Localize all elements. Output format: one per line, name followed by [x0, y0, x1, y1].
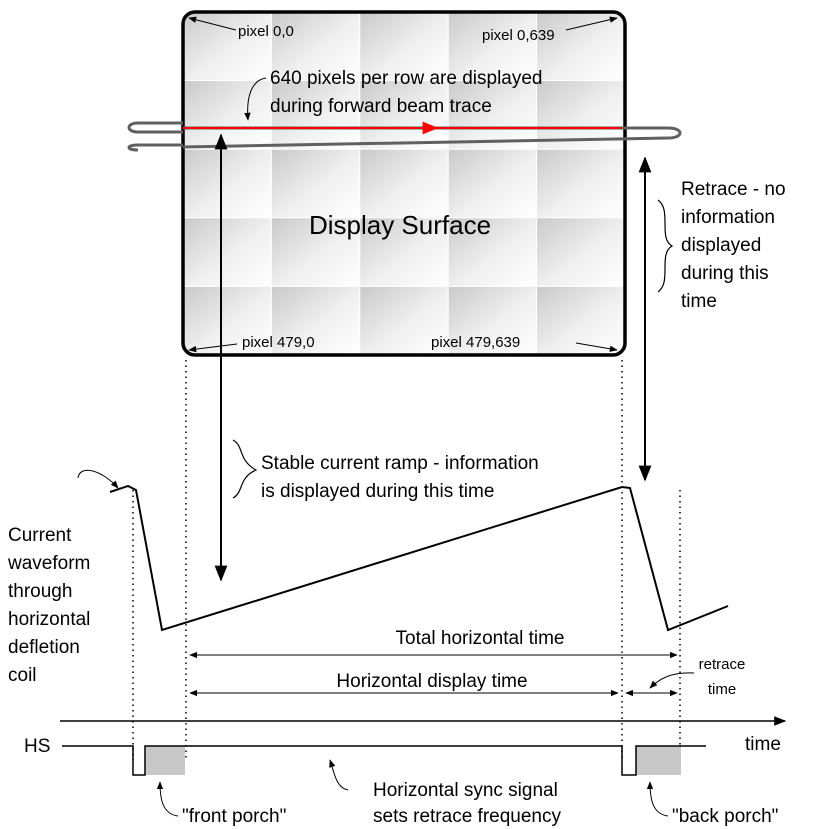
retrace-note: Retrace - no information displayed durin… — [681, 179, 786, 312]
svg-text:horizontal: horizontal — [8, 609, 90, 630]
sync-note-line2: sets retrace frequency — [373, 806, 561, 827]
front-porch-label: "front porch" — [182, 806, 286, 827]
screen-tile — [183, 148, 272, 219]
retrace-time-pointer — [649, 672, 695, 689]
current-waveform — [109, 484, 729, 632]
front-porch-pointer — [156, 781, 179, 817]
hs-label: HS — [24, 736, 50, 757]
dotted-guides — [132, 360, 681, 760]
corner-label-top-left: pixel 0,0 — [238, 23, 294, 40]
screen-tile — [270, 80, 361, 150]
display-screen: Display Surface pixel 0,0 pixel 0,639 pi… — [181, 10, 627, 357]
back-porch-pointer — [646, 781, 669, 817]
sync-note-pointer — [329, 759, 349, 791]
waveform-pointer — [77, 469, 119, 489]
screen-tile — [536, 148, 625, 219]
corner-arrow-bottom-right — [575, 342, 618, 352]
screen-tile — [359, 148, 449, 219]
screen-tile — [270, 148, 361, 219]
screen-tile — [270, 12, 361, 82]
screen-border — [181, 10, 627, 357]
total-time-label: Total horizontal time — [396, 628, 565, 649]
svg-text:defletion: defletion — [8, 637, 80, 658]
screen-tile — [447, 12, 538, 82]
screen-tile — [183, 80, 272, 150]
corner-arrow-bottom-left — [188, 343, 238, 353]
screen-tile — [536, 285, 625, 355]
screen-tile — [359, 285, 449, 355]
screen-tile — [536, 217, 625, 287]
hs-signal — [62, 745, 706, 776]
corner-label-top-right: pixel 0,639 — [482, 27, 555, 44]
retrace-brace — [657, 199, 674, 293]
waveform-note: Current waveform through horizontal defl… — [7, 525, 90, 686]
screen-tile — [447, 148, 538, 219]
screen-tile — [536, 12, 625, 82]
sync-note-line1: Horizontal sync signal — [373, 780, 558, 801]
time-axis-label: time — [745, 734, 781, 755]
row-note-line2: during forward beam trace — [270, 96, 492, 117]
svg-text:Retrace - no: Retrace - no — [681, 179, 786, 200]
retrace-time-line1: retrace — [699, 656, 746, 673]
ramp-brace — [232, 439, 258, 499]
corner-arrow-top-right — [565, 16, 618, 31]
beam-traces — [127, 121, 682, 152]
ramp-note-line1: Stable current ramp - information — [261, 453, 539, 474]
screen-tile — [183, 217, 272, 287]
back-porch-label: "back porch" — [672, 806, 778, 827]
left-coil-loop-lower — [127, 143, 183, 152]
svg-text:displayed: displayed — [681, 235, 761, 256]
display-surface-label: Display Surface — [309, 210, 491, 240]
svg-text:coil: coil — [8, 665, 37, 686]
svg-text:waveform: waveform — [7, 553, 90, 574]
svg-text:through: through — [8, 581, 72, 602]
row-note-pointer — [244, 77, 267, 121]
retrace-line — [182, 126, 682, 149]
left-coil-loop — [127, 121, 183, 134]
screen-tile — [359, 80, 449, 150]
front-porch-area — [145, 746, 185, 775]
row-note-line1: 640 pixels per row are displayed — [270, 68, 543, 89]
corner-arrow-top-left — [188, 16, 237, 31]
svg-text:Current: Current — [8, 525, 72, 546]
screen-tiles — [183, 12, 625, 355]
svg-text:time: time — [681, 291, 717, 312]
corner-label-bottom-left: pixel 479,0 — [242, 334, 315, 351]
svg-text:information: information — [681, 207, 775, 228]
screen-tile — [270, 285, 361, 355]
back-porch-area — [636, 746, 681, 775]
ramp-note-line2: is displayed during this time — [261, 481, 494, 502]
corner-label-bottom-right: pixel 479,639 — [431, 334, 520, 351]
display-time-label: Horizontal display time — [336, 671, 527, 692]
retrace-time-line2: time — [708, 681, 736, 698]
screen-tile — [447, 80, 538, 150]
svg-text:during this: during this — [681, 263, 769, 284]
screen-tile — [447, 285, 538, 355]
